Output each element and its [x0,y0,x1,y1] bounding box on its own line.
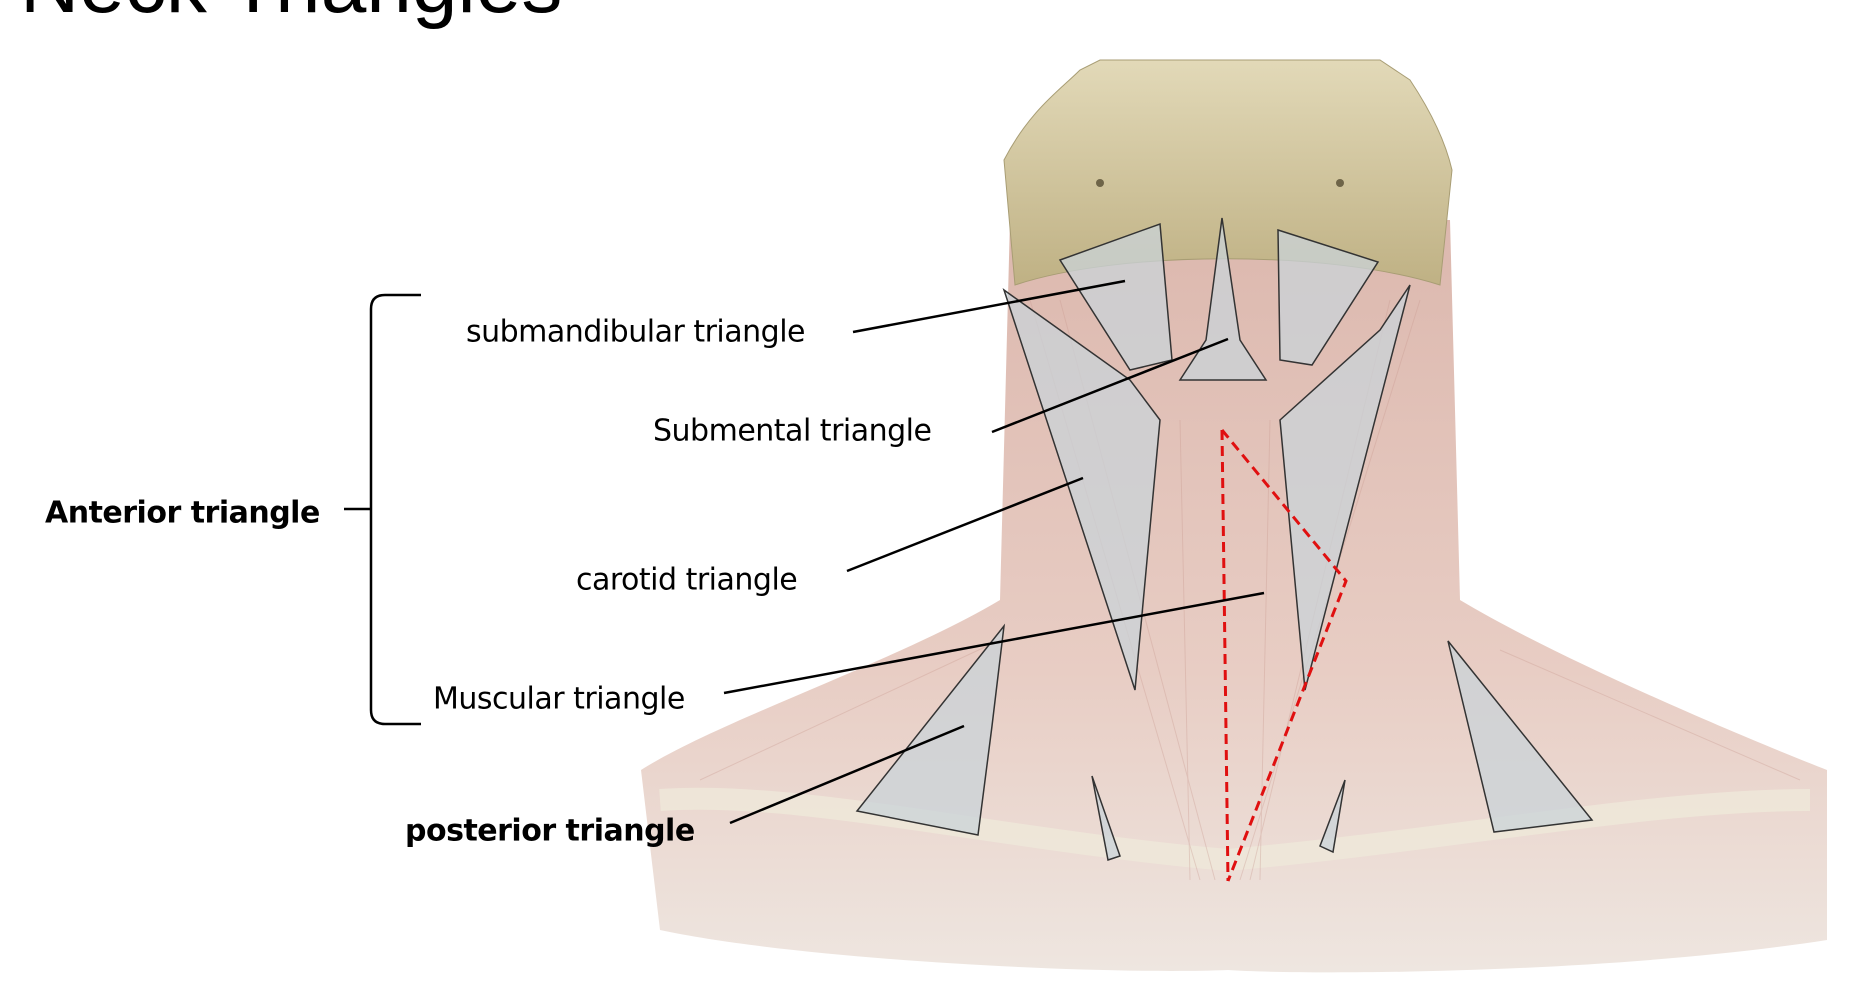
submental-triangle [1178,217,1268,381]
clavicle-band [659,787,1811,872]
slide-title: Neck Triangles [20,0,562,32]
label-submental-triangle: Submental triangle [653,413,932,449]
leader-carotid [846,476,1084,573]
submandibular-triangle-right [1277,228,1380,366]
small-triangle-right [1319,779,1346,854]
mandible [1003,59,1453,286]
muscular-triangle-dashed [1220,429,1348,882]
carotid-triangle-left [1002,288,1161,691]
leader-posterior [729,724,965,825]
label-carotid-triangle: carotid triangle [576,562,798,598]
leader-submental [991,337,1229,434]
leader-muscular [723,591,1265,695]
small-triangle-left [1091,775,1121,861]
posterior-triangle-right [1447,640,1594,833]
carotid-triangle-right [1279,284,1411,691]
anterior-bracket [344,293,421,726]
label-posterior-triangle: posterior triangle [405,813,695,849]
leader-submandibular [852,279,1126,334]
label-muscular-triangle: Muscular triangle [433,681,685,717]
label-submandibular-triangle: submandibular triangle [466,314,806,350]
label-anterior-triangle: Anterior triangle [45,495,320,531]
